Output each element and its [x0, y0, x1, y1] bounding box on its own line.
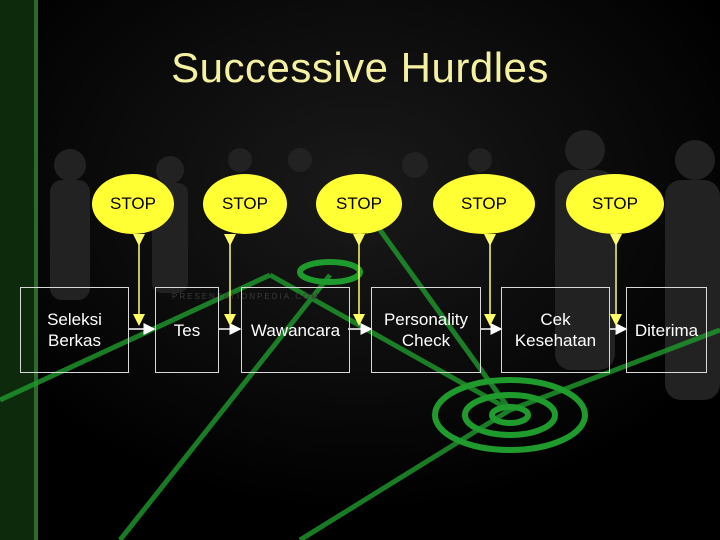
stop-label: STOP: [461, 194, 507, 213]
stop-1: STOP: [92, 174, 174, 234]
stop-label: STOP: [336, 194, 382, 213]
page-title: Successive Hurdles: [171, 44, 549, 91]
stage-label: Tes: [173, 320, 201, 340]
stop-3: STOP: [316, 174, 402, 234]
stage-tes: Tes: [155, 287, 219, 373]
stop-5: STOP: [566, 174, 664, 234]
stage-label: Diterima: [634, 320, 699, 340]
stop-label: STOP: [110, 194, 156, 213]
stop-label: STOP: [222, 194, 268, 213]
stage-cek-kesehatan: Cek Kesehatan: [501, 287, 610, 373]
stop-4: STOP: [433, 174, 535, 234]
stage-wawancara: Wawancara: [241, 287, 350, 373]
stop-label: STOP: [592, 194, 638, 213]
stage-label: Cek Kesehatan: [514, 310, 597, 350]
stage-label: Personality Check: [383, 310, 469, 350]
stage-personality-check: Personality Check: [371, 287, 481, 373]
stage-label: Wawancara: [250, 320, 341, 340]
stage-label: Seleksi Berkas: [47, 310, 102, 350]
watermark-text: PRESENTATIONPEDIA.COM: [172, 292, 320, 301]
stage-seleksi-berkas: Seleksi Berkas: [20, 287, 129, 373]
stop-2: STOP: [203, 174, 287, 234]
stage-diterima: Diterima: [626, 287, 707, 373]
